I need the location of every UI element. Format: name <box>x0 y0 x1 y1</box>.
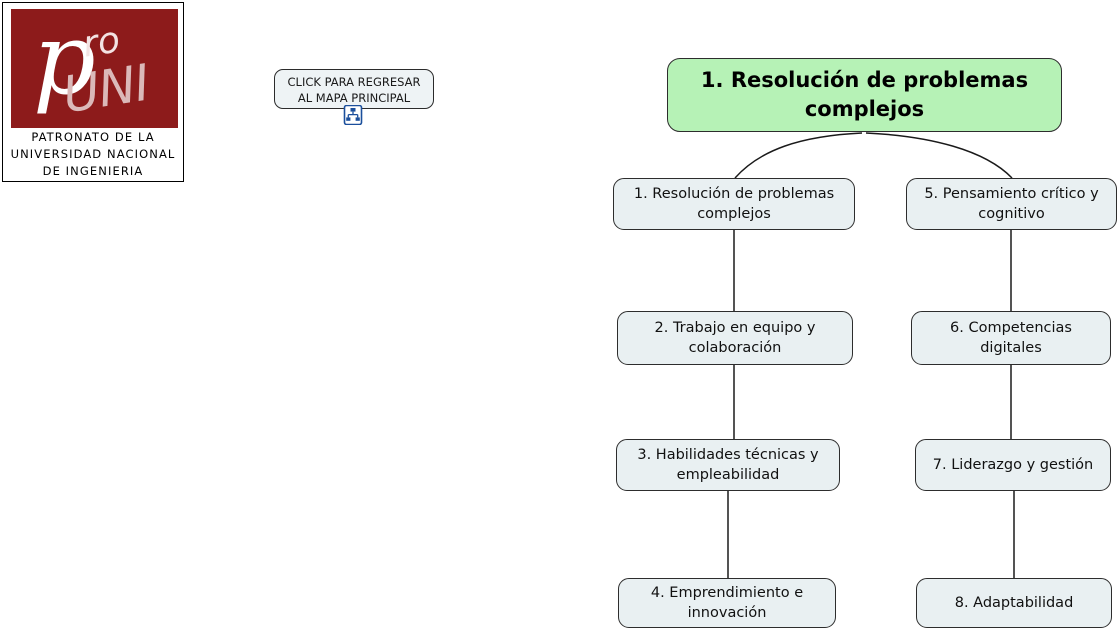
logo-caption-line-3: DE INGENIERIA <box>42 164 144 178</box>
logo-caption: PATRONATO DE LA UNIVERSIDAD NACIONAL DE … <box>3 129 183 180</box>
map-node-2-label: 2. Trabajo en equipo y colaboración <box>654 320 816 356</box>
map-node-1-label: 1. Resolución de problemas complejos <box>633 186 835 222</box>
map-node-5-label: 5. Pensamiento crítico y cognitivo <box>924 186 1099 222</box>
pronui-logo-block: p ro UNI PATRONATO DE LA UNIVERSIDAD NAC… <box>2 2 184 182</box>
logo-caption-line-2: UNIVERSIDAD NACIONAL <box>10 147 176 161</box>
map-node-8[interactable]: 8. Adaptabilidad <box>916 578 1112 628</box>
map-node-3[interactable]: 3. Habilidades técnicas y empleabilidad <box>616 439 840 491</box>
pronui-logo-mark: p ro UNI <box>11 9 178 128</box>
hierarchy-icon[interactable] <box>343 105 363 125</box>
map-node-2[interactable]: 2. Trabajo en equipo y colaboración <box>617 311 853 365</box>
return-to-main-map-button[interactable]: CLICK PARA REGRESAR AL MAPA PRINCIPAL <box>274 69 434 109</box>
map-node-6[interactable]: 6. Competencias digitales <box>911 311 1111 365</box>
map-node-root[interactable]: 1. Resolución de problemas complejos <box>667 58 1062 132</box>
logo-letter-p: p <box>33 9 96 117</box>
map-node-1[interactable]: 1. Resolución de problemas complejos <box>613 178 855 230</box>
map-node-6-label: 6. Competencias digitales <box>950 320 1072 356</box>
map-node-4-label: 4. Emprendimiento e innovación <box>650 585 804 621</box>
map-node-4[interactable]: 4. Emprendimiento e innovación <box>618 578 836 628</box>
map-node-3-label: 3. Habilidades técnicas y empleabilidad <box>637 447 819 483</box>
map-node-7-label: 7. Liderazgo y gestión <box>932 457 1094 473</box>
map-node-7[interactable]: 7. Liderazgo y gestión <box>915 439 1111 491</box>
map-node-8-label: 8. Adaptabilidad <box>954 595 1074 611</box>
logo-caption-line-1: PATRONATO DE LA <box>31 130 155 144</box>
map-node-root-label: 1. Resolución de problemas complejos <box>700 68 1029 121</box>
map-node-5[interactable]: 5. Pensamiento crítico y cognitivo <box>906 178 1117 230</box>
return-button-label-line-2: AL MAPA PRINCIPAL <box>297 91 411 105</box>
return-button-label-line-1: CLICK PARA REGRESAR <box>287 75 421 89</box>
